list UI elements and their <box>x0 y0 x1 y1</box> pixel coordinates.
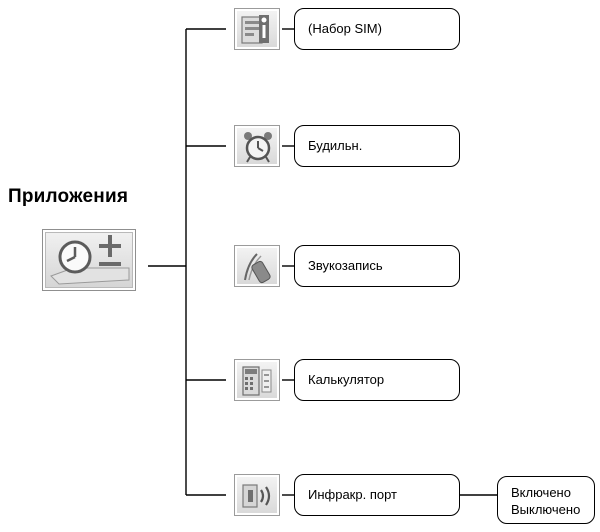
menu-item-alarm[interactable]: Будильн. <box>294 125 460 167</box>
menu-item-label: Инфракр. порт <box>308 487 397 502</box>
menu-item-label: Звукозапись <box>308 258 383 273</box>
menu-item-sim[interactable]: (Набор SIM) <box>294 8 460 50</box>
voice-recorder-icon <box>234 245 280 287</box>
option-on[interactable]: Включено <box>511 485 571 500</box>
menu-item-calculator[interactable]: Калькулятор <box>294 359 460 401</box>
infrared-options: Включено Выключено <box>497 476 595 524</box>
calculator-icon <box>234 359 280 401</box>
menu-item-infrared[interactable]: Инфракр. порт <box>294 474 460 516</box>
clock-plus-minus-icon <box>42 229 136 291</box>
menu-item-label: Будильн. <box>308 138 363 153</box>
menu-item-label: (Набор SIM) <box>308 21 382 36</box>
menu-item-label: Калькулятор <box>308 372 385 387</box>
menu-item-voice-recorder[interactable]: Звукозапись <box>294 245 460 287</box>
sim-info-icon <box>234 8 280 50</box>
option-off[interactable]: Выключено <box>511 502 581 517</box>
infrared-port-icon <box>234 474 280 516</box>
alarm-clock-icon <box>234 125 280 167</box>
root-title: Приложения <box>8 186 129 207</box>
